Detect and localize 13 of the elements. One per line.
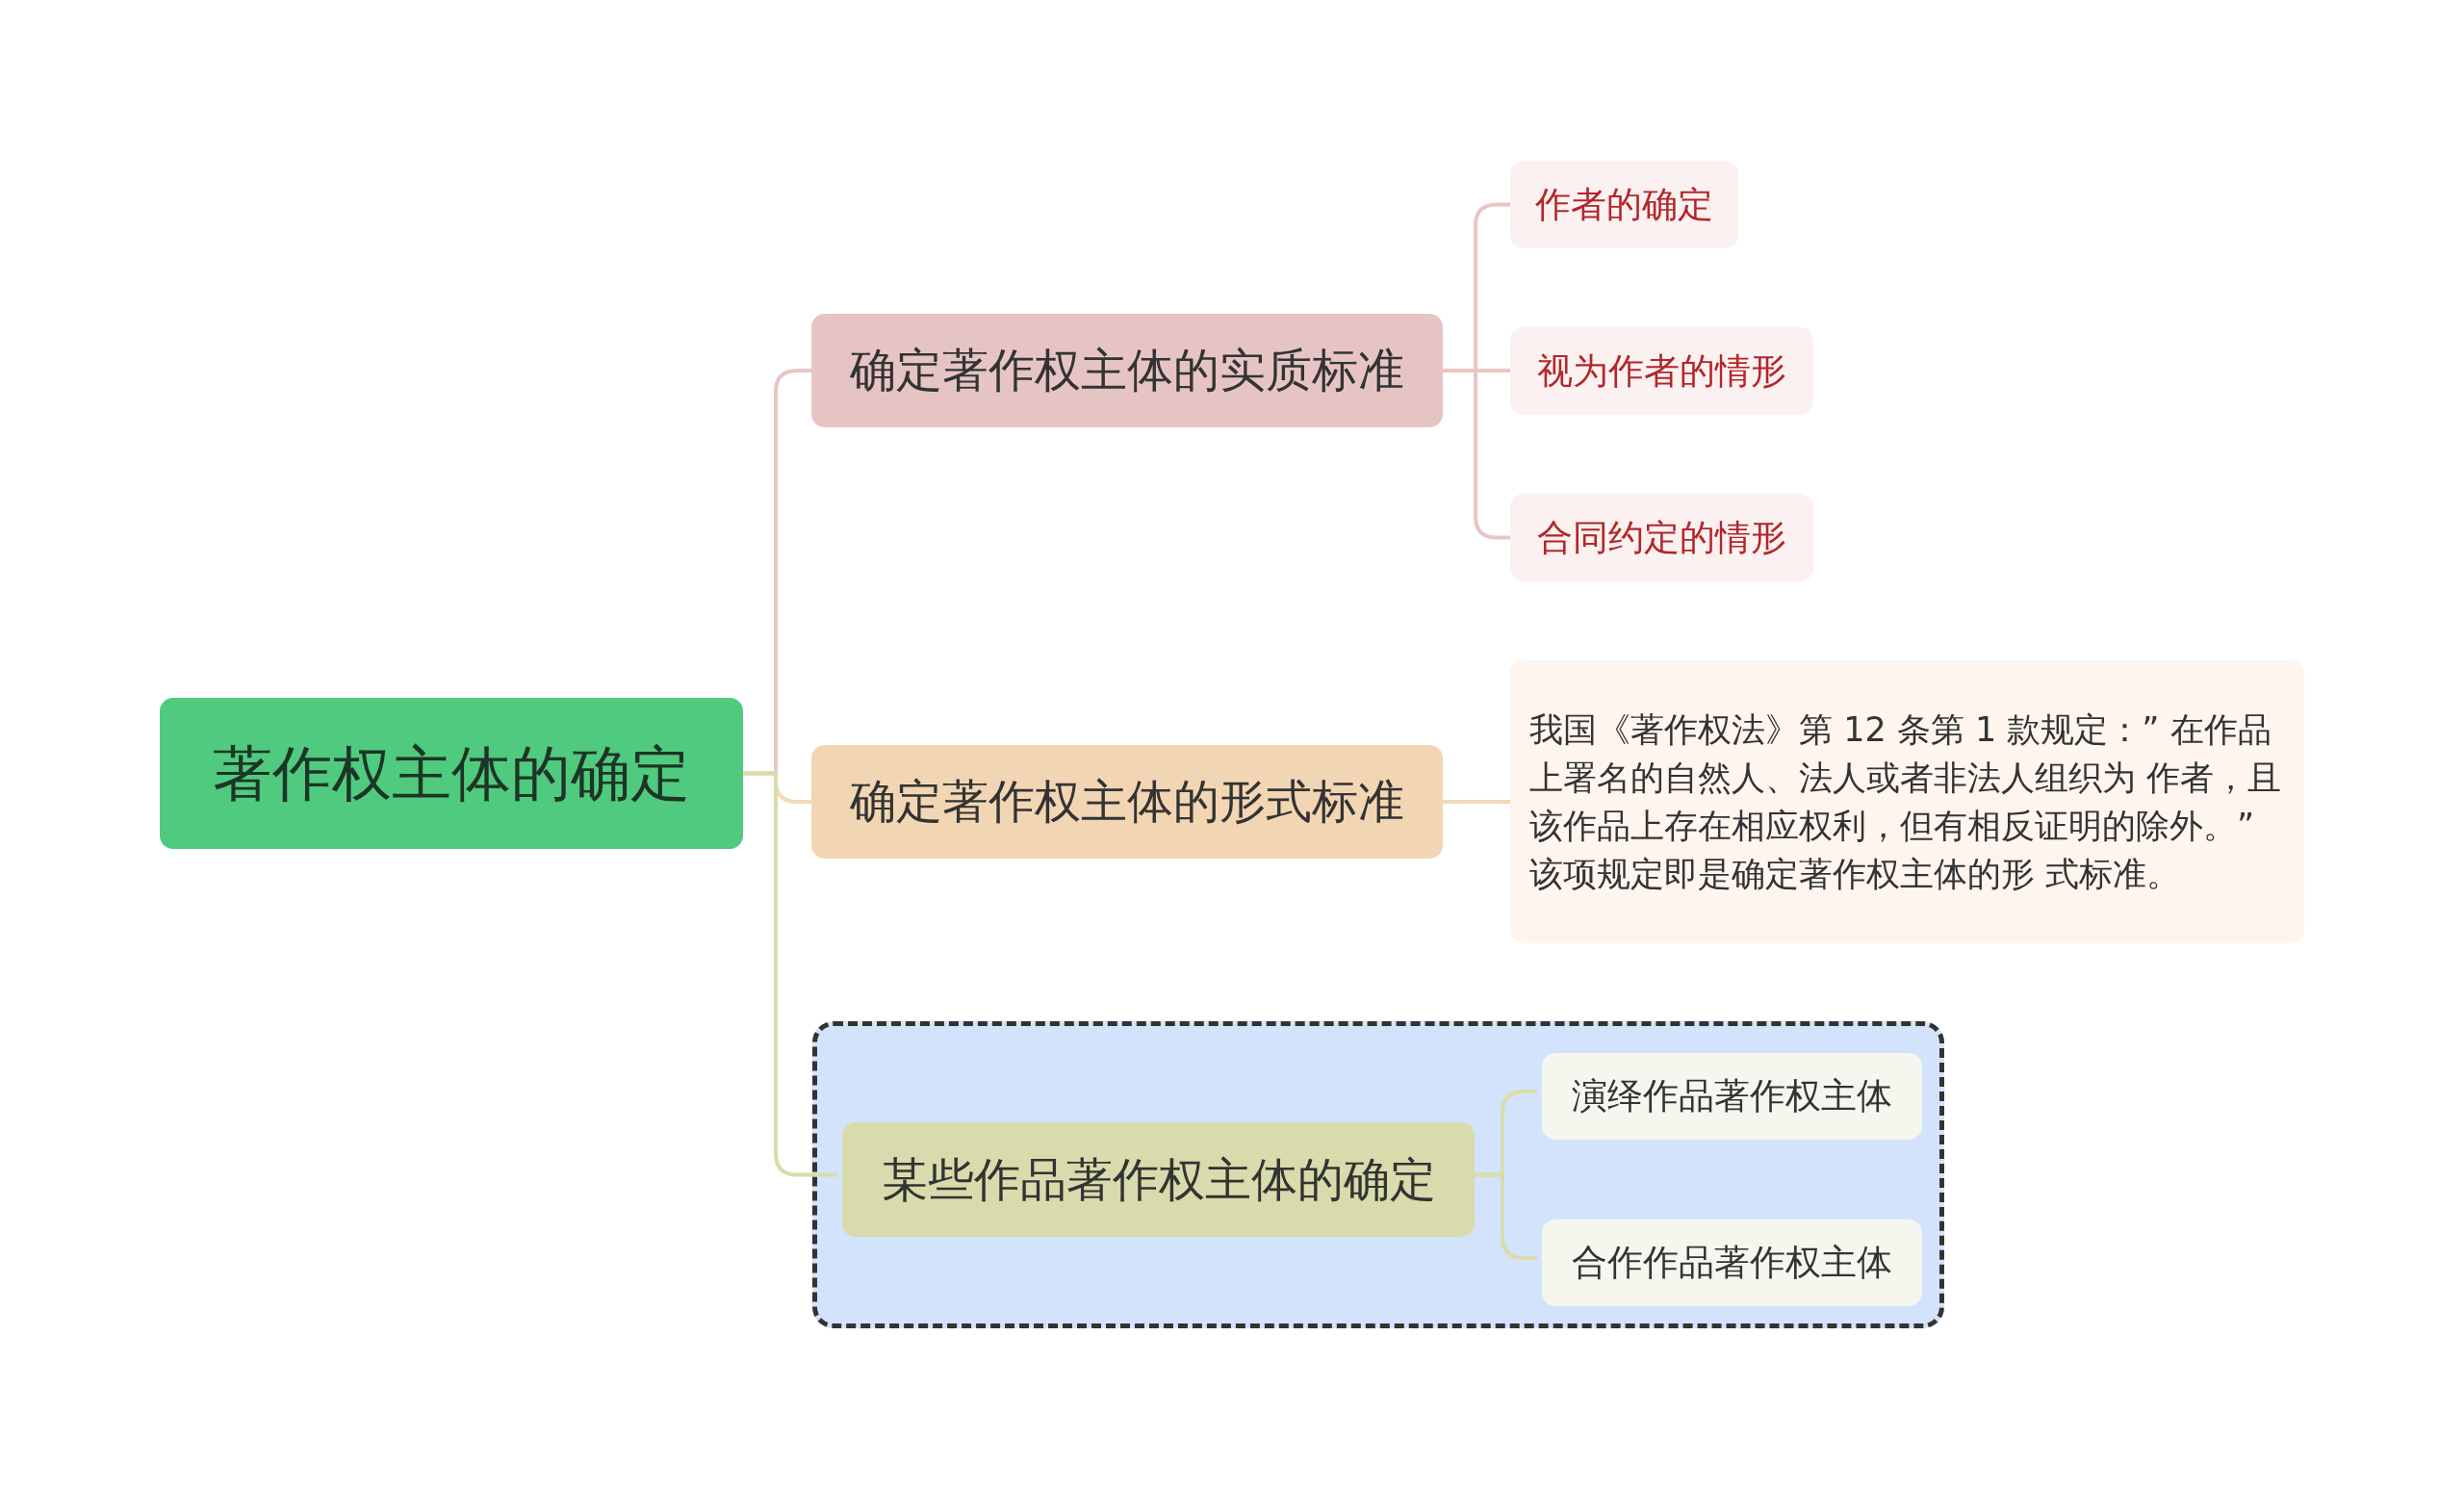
topic-box: 演绎作品著作权主体 xyxy=(1542,1053,1922,1140)
note-box: 我国《著作权法》第 12 条第 1 款规定：” 在作品上署名的自然人、法人或者非法人组织为 作者，且该作品上存在相应权利，但有相反证明的除外。” 该项规定即是确定著作权主体的形 式标准。 xyxy=(1510,660,2304,943)
topic-box: 确定著作权主体的形式标准 xyxy=(811,745,1443,859)
topic-box: 作者的确定 xyxy=(1510,161,1738,248)
connector-line xyxy=(1443,800,1510,804)
topic-box: 视为作者的情形 xyxy=(1510,327,1813,415)
connector-line xyxy=(743,771,837,1177)
topic-box: 确定著作权主体的实质标准 xyxy=(811,314,1443,427)
topic-box: 合作作品著作权主体 xyxy=(1542,1220,1922,1306)
topic-box: 著作权主体的确定 xyxy=(160,698,743,849)
topic-box: 某些作品著作权主体的确定 xyxy=(842,1122,1475,1237)
topic-box: 合同约定的情形 xyxy=(1510,494,1813,581)
group-frame xyxy=(812,1021,1944,1328)
